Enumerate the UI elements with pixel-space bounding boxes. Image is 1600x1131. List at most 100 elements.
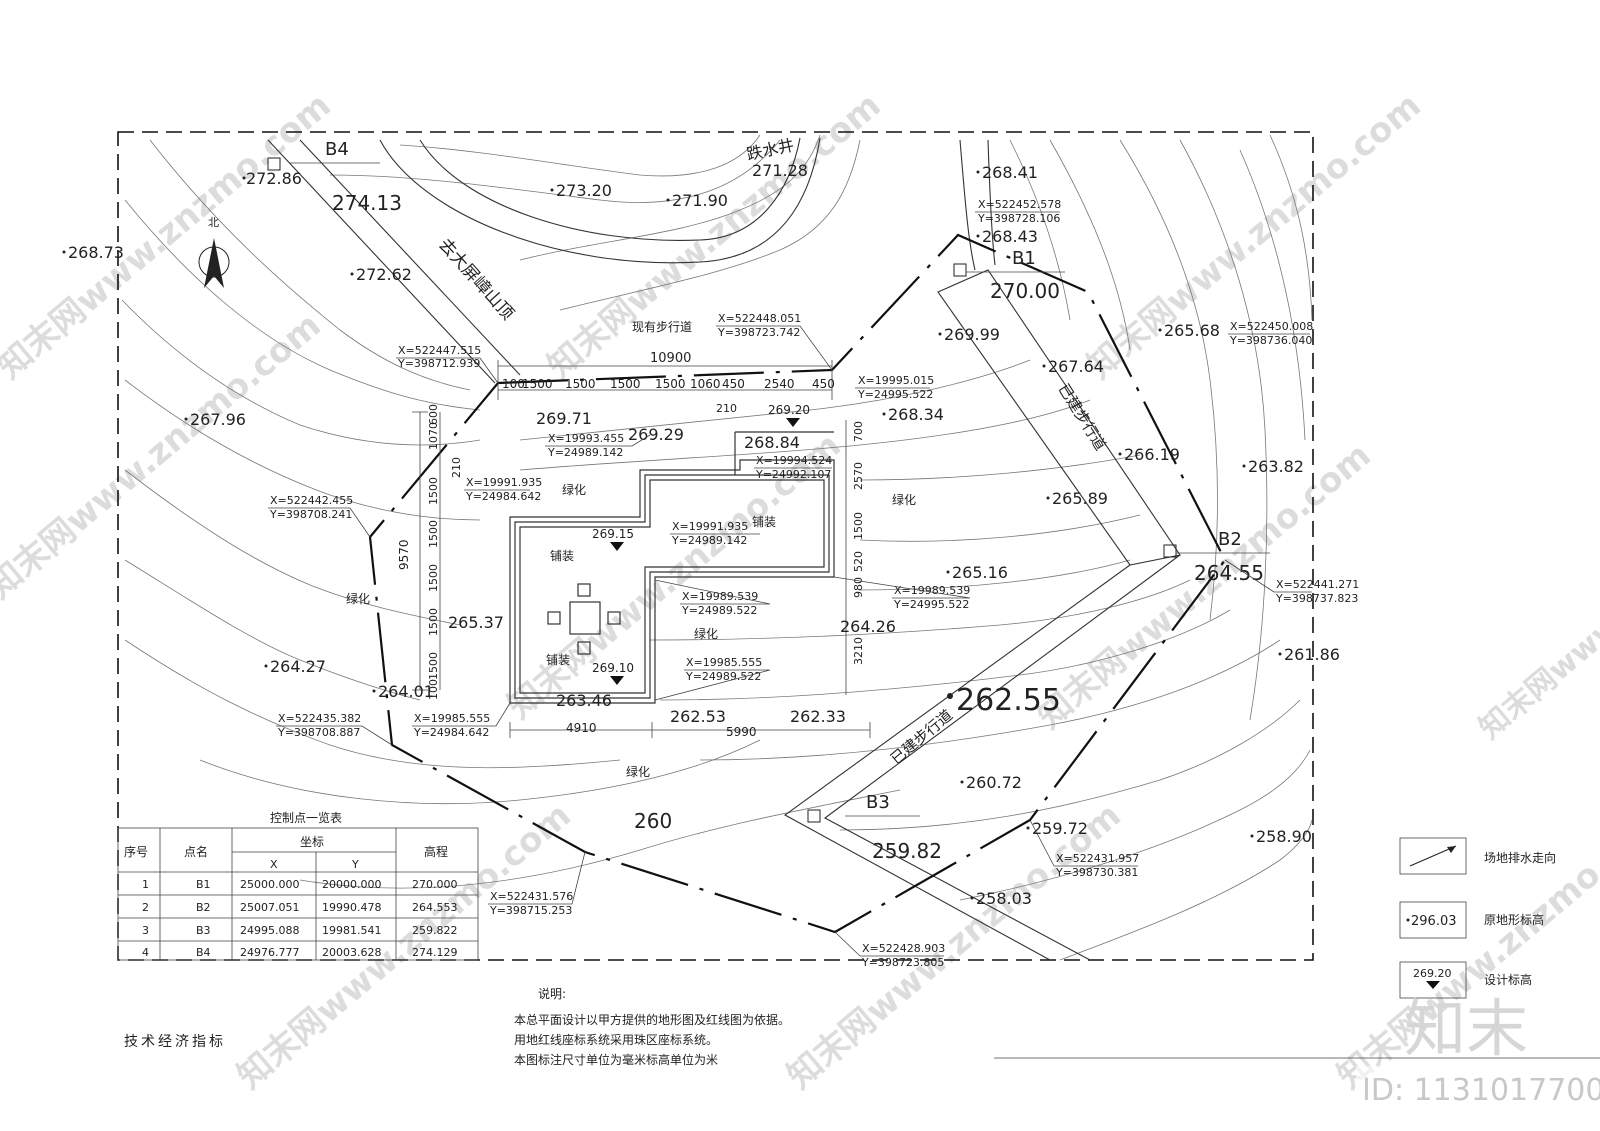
point-elev: 274.13: [332, 191, 402, 215]
notes-heading: 说明:: [538, 986, 566, 1001]
spot-elevation: 263.46: [556, 691, 612, 710]
coord-x: X=522428.903: [862, 942, 945, 955]
dim-top-sub: 210: [716, 402, 737, 415]
cell-name: B2: [196, 901, 211, 914]
existing-trail-label: 现有步行道: [632, 320, 692, 334]
dim-right-seg: 520: [852, 551, 865, 572]
spot-elevation: 268.84: [744, 433, 800, 452]
coord-x: X=522452.578: [978, 198, 1061, 211]
notes-line: 本图标注尺寸单位为毫米标高单位为米: [514, 1052, 718, 1067]
coord-y: Y=398723.742: [717, 326, 800, 339]
spot-elevation-large: 260: [634, 809, 672, 833]
cell-x: 25000.000: [240, 878, 300, 891]
legend-sample: 269.20: [1413, 967, 1452, 980]
design-elevation-marker: 269.15: [592, 527, 634, 551]
table-row: 1 B1 25000.000 20000.000 270.000: [142, 878, 458, 891]
design-elevation: 269.10: [592, 661, 634, 675]
spot-elevation: 265.89: [1052, 489, 1108, 508]
spot-elevation: 268.34: [888, 405, 944, 424]
dim-left-seg: 1500: [427, 564, 440, 592]
design-elevation-marker: 269.10: [592, 661, 634, 685]
spot-elevation: 267.64: [1048, 357, 1104, 376]
spot-elevation: 263.82: [1248, 457, 1304, 476]
spot-dots: [62, 170, 1282, 900]
coord-x: X=19985.555: [414, 712, 490, 725]
design-notes: 说明: 本总平面设计以甲方提供的地形图及红线图为依据。 用地红线座标系统采用珠区…: [514, 986, 790, 1067]
dim-left-seg: 1500: [427, 520, 440, 548]
dim-right-seg: 2570: [852, 462, 865, 490]
dim-left-total: 9570: [397, 539, 411, 570]
spot-elevation: 272.86: [246, 169, 302, 188]
dim-right-seg: 1500: [852, 512, 865, 540]
legend-label: 设计标高: [1484, 972, 1532, 987]
dim-left-seg: 1500: [427, 477, 440, 505]
point-elev: 270.00: [990, 279, 1060, 303]
watermark-id: ID: 1131017700: [1362, 1073, 1600, 1108]
dim-top-seg: 100: [502, 377, 525, 391]
table-header: 坐标: [300, 835, 324, 849]
survey-point-b3: B3 259.82: [807, 792, 942, 863]
coord-x: X=19993.455: [548, 432, 624, 445]
watermark-text: 知末网www.znzmo.com: [1473, 480, 1600, 746]
coord-x: X=522442.455: [270, 494, 353, 507]
dim-top-seg: 1060: [690, 377, 721, 391]
dim-bottom-seg: 4910: [566, 721, 597, 735]
cell-y: 19981.541: [322, 924, 382, 937]
dim-top-seg: 450: [812, 377, 835, 391]
spot-elevation: 258.90: [1256, 827, 1312, 846]
dim-top-seg: 1500: [610, 377, 641, 391]
watermark-text: 知末网www.znzmo.com: [540, 85, 889, 387]
summit-trail-label: 去大屏嶂山顶: [434, 235, 517, 324]
coord-y: Y=24984.642: [465, 490, 541, 503]
design-elevation: 269.15: [592, 527, 634, 541]
dim-right-seg: 3210: [852, 637, 865, 665]
dim-top-seg: 1500: [565, 377, 596, 391]
spot-elevation: 267.96: [190, 410, 246, 429]
dimensions: [412, 360, 871, 738]
summit-trail: [267, 139, 521, 384]
greening-label: 绿化: [892, 492, 916, 507]
coord-x: X=522431.957: [1056, 852, 1139, 865]
spot-elevation: 268.73: [68, 243, 124, 262]
dim-left-seg: 210: [450, 457, 463, 478]
spot-elevation: 271.28: [752, 161, 808, 180]
dim-top-seg: 1500: [655, 377, 686, 391]
table-row: 4 B4 24976.777 20003.628 274.129: [142, 946, 458, 959]
coord-y: Y=24992.107: [755, 468, 831, 481]
paving-label: 铺装: [752, 515, 776, 529]
cell-name: B4: [196, 946, 211, 959]
legend-item-drainage: 场地排水走向: [1399, 837, 1556, 875]
table-row: 3 B3 24995.088 19981.541 259.822: [142, 924, 458, 937]
spot-elevation: 271.90: [672, 191, 728, 210]
cell-y: 20003.628: [322, 946, 382, 959]
spot-elevation: 273.20: [556, 181, 612, 200]
spot-elevation: 269.29: [628, 425, 684, 444]
notes-line: 用地红线座标系统采用珠区座标系统。: [514, 1032, 718, 1047]
dim-bottom-seg: 5990: [726, 725, 757, 739]
point-elev: 259.82: [872, 839, 942, 863]
legend-item-design-elev: 269.20 设计标高: [1399, 961, 1532, 999]
greening-label: 绿化: [626, 764, 650, 779]
table-header: X: [270, 858, 278, 871]
cell-seq: 4: [142, 946, 149, 959]
coord-x: X=19994.524: [756, 454, 832, 467]
legend: 场地排水走向 296.03 原地形标高 269.20 设计标高: [1399, 837, 1556, 999]
spot-elevation: 259.72: [1032, 819, 1088, 838]
design-elevation-marker: 269.20: [768, 403, 810, 427]
spot-elevation: 265.68: [1164, 321, 1220, 340]
control-point-table: 控制点一览表 序号 点名 坐标 X Y 高程 1 B1 25000.000 20…: [117, 810, 479, 961]
north-arrow: 北: [198, 216, 230, 288]
spot-elevation: 258.03: [976, 889, 1032, 908]
design-elevation: 269.20: [768, 403, 810, 417]
